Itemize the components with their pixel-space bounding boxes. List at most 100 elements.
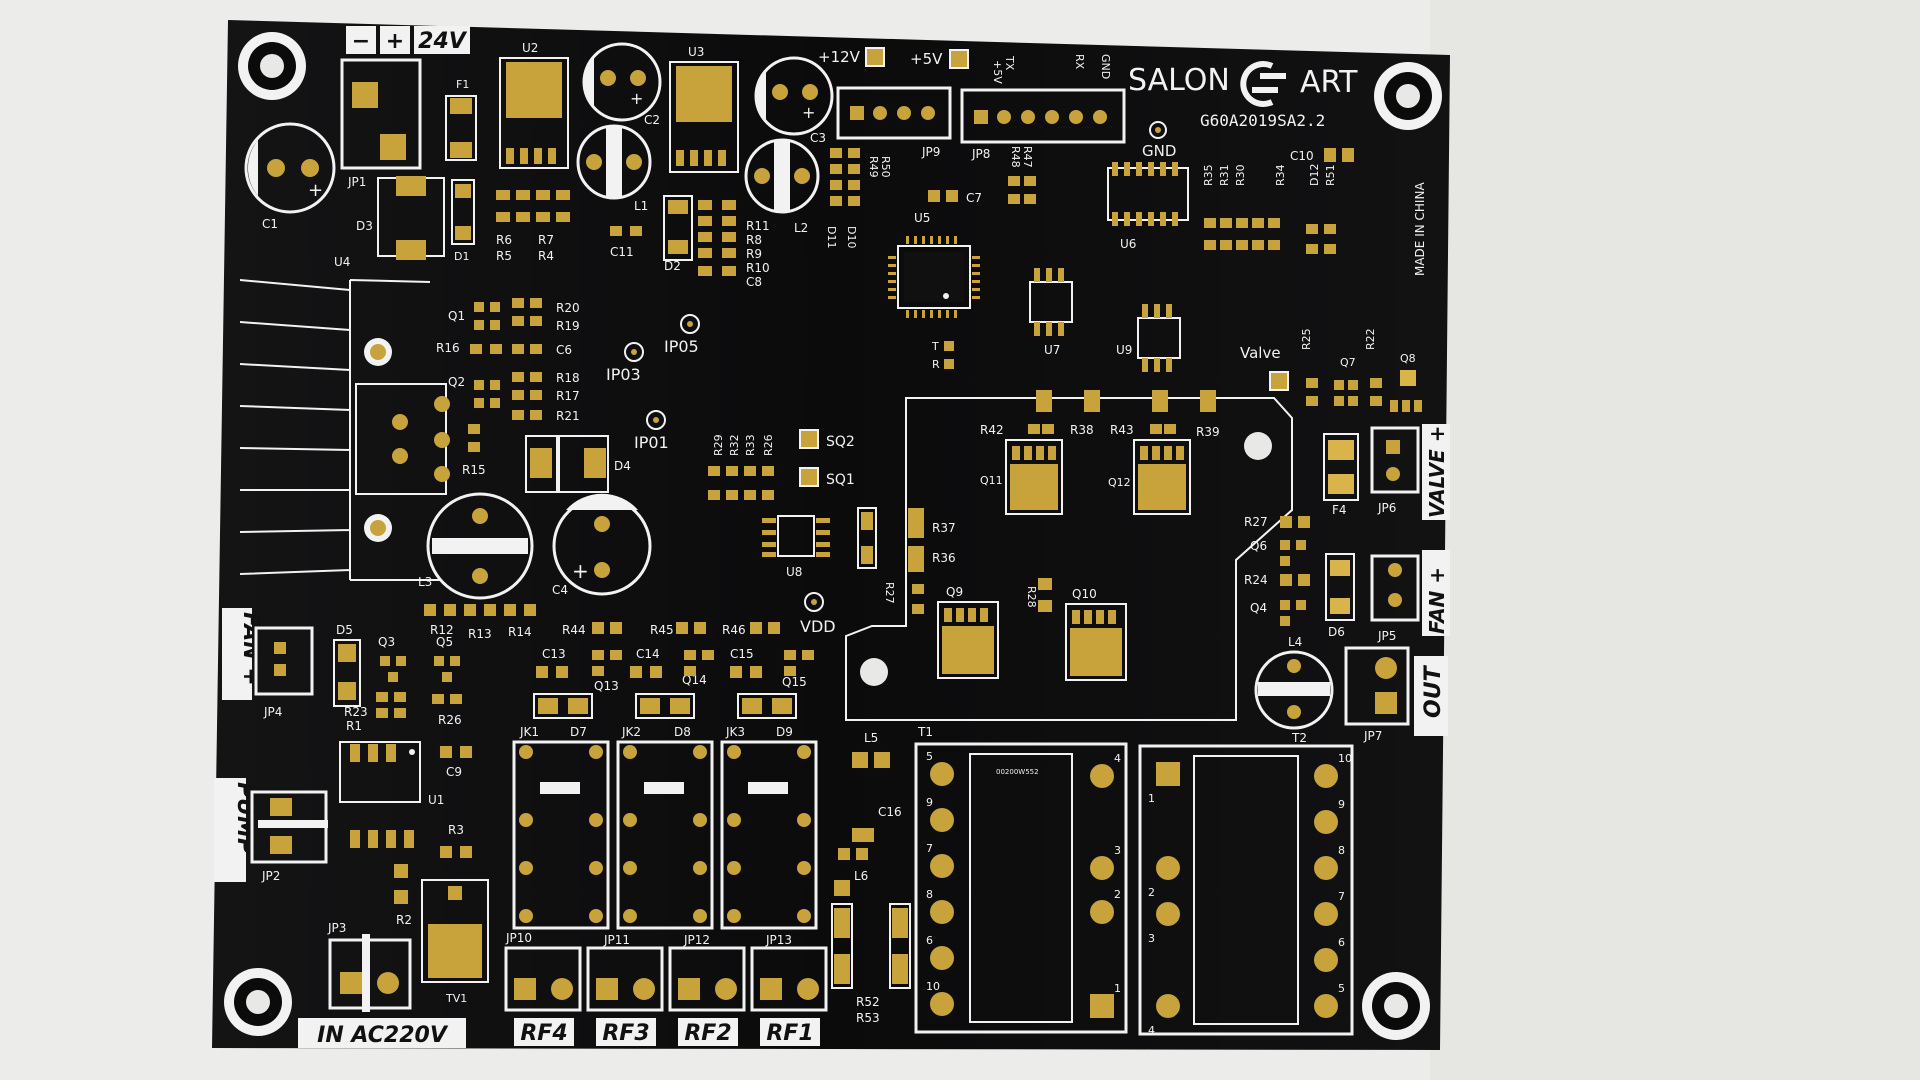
svg-text:R46: R46	[722, 623, 746, 637]
t2-left-pin-label: 2	[1148, 886, 1155, 899]
svg-text:Q13: Q13	[594, 679, 619, 693]
svg-text:T1: T1	[917, 725, 933, 739]
r28-resistor: R28	[1025, 578, 1052, 612]
svg-text:R34: R34	[1274, 164, 1287, 186]
svg-text:R43: R43	[1110, 423, 1134, 437]
svg-text:D3: D3	[356, 219, 373, 233]
svg-text:R35: R35	[1202, 164, 1215, 186]
svg-text:L6: L6	[854, 869, 868, 883]
svg-text:JP8: JP8	[971, 147, 990, 161]
t1-left-pins-pin-label: 9	[926, 796, 933, 809]
rf1-label: RF1	[766, 1021, 813, 1046]
svg-text:C6: C6	[556, 343, 572, 357]
r29-r33-row: R29 R32 R33 R26 SQ2 SQ1	[708, 429, 855, 500]
svg-text:R9: R9	[746, 247, 762, 261]
relay-jk2	[616, 740, 714, 930]
svg-text:Q12: Q12	[1108, 476, 1131, 489]
svg-text:U1: U1	[428, 793, 444, 807]
u9-ic: U9	[1116, 304, 1181, 372]
svg-text:Q10: Q10	[1072, 587, 1097, 601]
svg-text:R50: R50	[879, 156, 892, 178]
gate-resistors: R42 R38 R43 R39	[980, 390, 1220, 439]
valve-indicator: Valve R25 Q7 R22 Q8	[1240, 328, 1422, 412]
l1-inductor: L1	[576, 124, 652, 213]
svg-text:U4: U4	[334, 255, 350, 269]
svg-text:R44: R44	[562, 623, 586, 637]
svg-text:U5: U5	[914, 211, 930, 225]
svg-text:L3: L3	[418, 575, 432, 589]
fan-right-label: FAN +	[1425, 567, 1449, 634]
fuse-diodes: F1 D3 D1	[356, 78, 477, 263]
brand-art: ART	[1300, 65, 1358, 100]
svg-text:R36: R36	[932, 551, 956, 565]
svg-text:C13: C13	[542, 647, 566, 661]
u8-ic: U8	[762, 515, 830, 579]
jp3-ac-input: JP3 IN AC220V	[298, 921, 466, 1048]
vdd-test-point: VDD	[800, 592, 836, 636]
svg-text:Q5: Q5	[436, 635, 453, 649]
svg-text:C15: C15	[730, 647, 754, 661]
d2-resistor-stack: D2 R11 R8 R9 R10 C8	[663, 195, 770, 289]
svg-text:R39: R39	[1196, 425, 1220, 439]
rf4-label: RF4	[520, 1021, 567, 1046]
svg-text:IP05: IP05	[664, 337, 699, 356]
svg-text:+: +	[802, 103, 815, 122]
t2-left-pin-label: 1	[1148, 792, 1155, 805]
t1-left-pins-pin-label: 7	[926, 842, 933, 855]
svg-text:00200W552: 00200W552	[996, 768, 1039, 776]
t2-right-pins-pad	[1314, 856, 1338, 880]
t1-right-pin-label: 1	[1114, 982, 1121, 995]
svg-text:D4: D4	[614, 459, 631, 473]
svg-text:C4: C4	[552, 583, 568, 597]
svg-text:+: +	[572, 559, 589, 583]
in-ac-label: IN AC220V	[317, 1023, 449, 1048]
u2-regulator: U2	[499, 41, 569, 169]
svg-text:+: +	[308, 180, 323, 201]
svg-text:L2: L2	[794, 221, 808, 235]
t2-right-pins-pad	[1314, 994, 1338, 1018]
rf3-label: RF3	[602, 1021, 649, 1046]
u1-ic: U1	[339, 741, 444, 848]
relay-jk1	[512, 740, 610, 930]
svg-text:R28: R28	[1025, 586, 1038, 608]
svg-text:R: R	[932, 358, 940, 371]
t1-right-pad	[1090, 900, 1114, 924]
t2-left-pad	[1156, 902, 1180, 926]
r36-r37-group: R37 R36 R27	[857, 507, 956, 614]
svg-text:Q4: Q4	[1250, 601, 1267, 615]
svg-text:R48: R48	[1009, 146, 1022, 168]
svg-text:R29: R29	[712, 434, 725, 456]
svg-text:D12: D12	[1308, 164, 1321, 186]
t1-left-pins-pin-label: 6	[926, 934, 933, 947]
svg-text:R27: R27	[1244, 515, 1268, 529]
svg-text:D9: D9	[776, 725, 793, 739]
svg-text:JK1: JK1	[519, 725, 539, 739]
t1-left-pins-pad	[930, 900, 954, 924]
gnd-test-point: GND	[1142, 121, 1176, 160]
svg-text:R53: R53	[856, 1011, 880, 1025]
v24-label: 24V	[418, 29, 468, 54]
svg-text:R22: R22	[1364, 328, 1377, 350]
minus-label: −	[352, 29, 370, 54]
svg-text:R5: R5	[496, 249, 512, 263]
t1-right-pad	[1090, 856, 1114, 880]
t2-right-pins-pin-label: 8	[1338, 844, 1345, 857]
svg-text:R20: R20	[556, 301, 580, 315]
svg-text:JP3: JP3	[327, 921, 346, 935]
jp4-fan-connector: FAN + JP4	[222, 608, 314, 719]
r12-r14-row: R12 R13 R14	[424, 604, 536, 641]
svg-text:U7: U7	[1044, 343, 1060, 357]
svg-text:+5V: +5V	[910, 50, 943, 68]
svg-text:C16: C16	[878, 805, 902, 819]
t1-left-pins-pad	[930, 808, 954, 832]
svg-text:D5: D5	[336, 623, 353, 637]
t1-left-pins-pad	[930, 854, 954, 878]
rf2-label: RF2	[684, 1021, 731, 1046]
d7-d9-row: JK1 D7 JK2 D8 JK3 D9	[519, 693, 797, 739]
relay-jk3	[720, 740, 818, 930]
svg-text:R51: R51	[1324, 164, 1337, 186]
svg-text:U3: U3	[688, 45, 704, 59]
power-input-tab: − + 24V	[346, 26, 470, 54]
svg-text:R45: R45	[650, 623, 674, 637]
